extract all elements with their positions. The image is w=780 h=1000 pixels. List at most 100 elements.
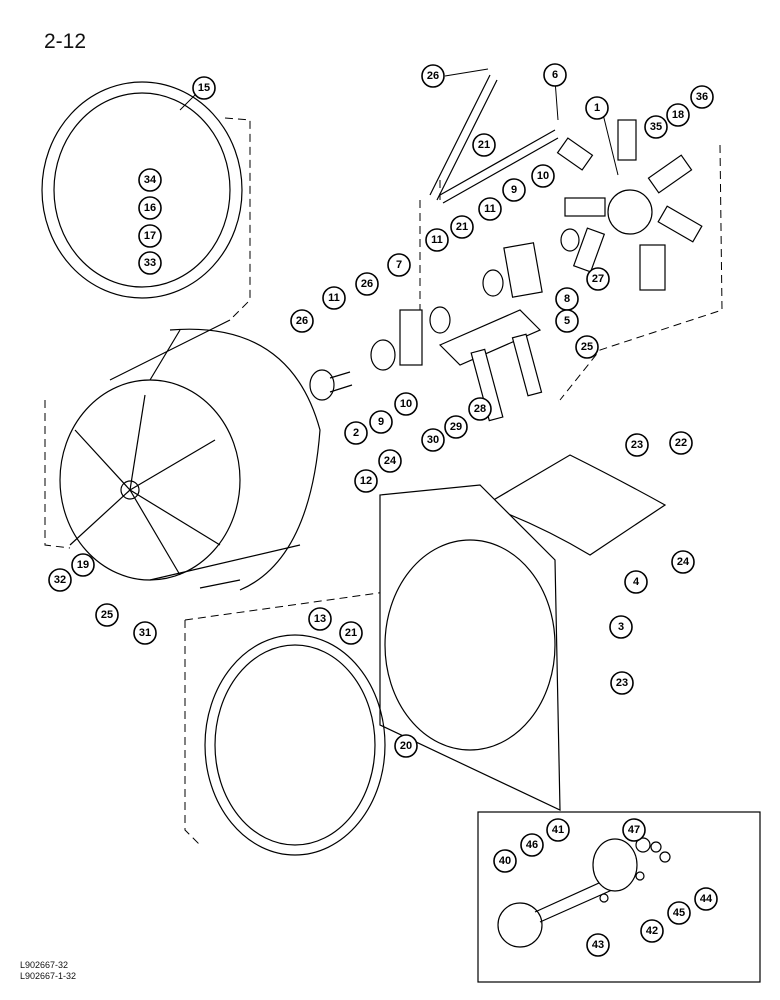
- callout-marker: 31: [133, 621, 157, 645]
- callout-marker: 34: [138, 168, 162, 192]
- callout-marker: 10: [531, 164, 555, 188]
- callout-marker: 2: [344, 421, 368, 445]
- callout-label: 27: [592, 273, 604, 285]
- callout-label: 40: [499, 855, 511, 867]
- callout-marker: 6: [543, 63, 567, 87]
- callout-label: 11: [484, 203, 496, 215]
- callout-label: 11: [431, 234, 443, 246]
- bottom-ring-part: [204, 634, 386, 856]
- callout-label: 13: [314, 613, 326, 625]
- callout-marker: 26: [421, 64, 445, 88]
- callout-marker: 25: [95, 603, 119, 627]
- callout-marker: 7: [387, 253, 411, 277]
- callout-label: 9: [511, 184, 517, 196]
- callout-label: 21: [345, 627, 357, 639]
- callout-marker: 24: [671, 550, 695, 574]
- callout-label: 43: [592, 939, 604, 951]
- callout-label: 10: [400, 398, 412, 410]
- callout-label: 1: [594, 102, 600, 114]
- drawing-ref-line: L902667-32: [20, 960, 69, 970]
- callout-marker: 32: [48, 568, 72, 592]
- callout-label: 3: [618, 621, 624, 633]
- callout-label: 2: [353, 427, 359, 439]
- callout-label: 33: [144, 257, 156, 269]
- page-number: 2-12: [44, 30, 87, 53]
- callout-marker: 44: [694, 887, 718, 911]
- callout-marker: 23: [625, 433, 649, 457]
- callout-label: 46: [526, 839, 538, 851]
- bracket-part: [438, 309, 543, 422]
- callout-marker: 21: [472, 133, 496, 157]
- callout-label: 22: [675, 437, 687, 449]
- callout-balloons: 15 26 6 21 1 35 18 36 34 16 17 33 9 10 1…: [48, 63, 718, 957]
- callout-label: 26: [361, 278, 373, 290]
- mounting-plate-8: [503, 242, 543, 298]
- bearing-part: [560, 228, 580, 252]
- bearing-part: [429, 306, 451, 334]
- callout-marker: 24: [378, 449, 402, 473]
- callout-label: 36: [696, 91, 708, 103]
- callout-marker: 11: [322, 286, 346, 310]
- callout-label: 31: [139, 627, 151, 639]
- callout-label: 47: [628, 824, 640, 836]
- callout-label: 21: [456, 221, 468, 233]
- callout-label: 5: [564, 315, 570, 327]
- callout-leaders: [179, 68, 619, 176]
- callout-marker: 19: [71, 553, 95, 577]
- callout-marker: 22: [669, 431, 693, 455]
- callout-marker: 27: [586, 267, 610, 291]
- fan-blade-part: [556, 119, 703, 291]
- curved-panel-part: [483, 454, 667, 556]
- callout-label: 7: [396, 259, 402, 271]
- callout-marker: 41: [546, 818, 570, 842]
- top-ring-part: [41, 81, 243, 299]
- callout-label: 20: [400, 740, 412, 752]
- callout-label: 12: [360, 475, 372, 487]
- callout-marker: 5: [555, 309, 579, 333]
- callout-marker: 46: [520, 833, 544, 857]
- callout-label: 17: [144, 230, 156, 242]
- callout-marker: 17: [138, 224, 162, 248]
- callout-marker: 20: [394, 734, 418, 758]
- callout-label: 28: [474, 403, 486, 415]
- callout-marker: 3: [609, 615, 633, 639]
- bearing-part: [370, 339, 396, 371]
- callout-label: 24: [677, 556, 690, 568]
- callout-marker: 11: [425, 228, 449, 252]
- callout-marker: 42: [640, 919, 664, 943]
- callout-label: 18: [672, 109, 684, 121]
- hub-shaft-part: [309, 369, 353, 401]
- assembly-outline-bottom: [184, 589, 401, 846]
- callout-label: 35: [650, 121, 662, 133]
- callout-label: 29: [450, 421, 462, 433]
- callout-marker: 9: [502, 178, 526, 202]
- drawing-ref-line: L902667-1-32: [20, 971, 77, 981]
- callout-label: 34: [144, 174, 157, 186]
- callout-label: 8: [564, 293, 570, 305]
- callout-label: 41: [552, 824, 564, 836]
- brace-part: [429, 74, 559, 204]
- callout-label: 45: [673, 907, 685, 919]
- callout-label: 4: [633, 576, 640, 588]
- inset-detail: [477, 811, 761, 983]
- callout-marker: 25: [575, 335, 599, 359]
- assembly-outline-right: [559, 144, 723, 401]
- callout-label: 44: [700, 893, 713, 905]
- callout-label: 32: [54, 574, 66, 586]
- callout-marker: 36: [690, 85, 714, 109]
- callout-marker: 26: [355, 272, 379, 296]
- bearing-part: [482, 269, 504, 297]
- shroud-panel-part: [379, 484, 561, 811]
- callout-marker: 4: [624, 570, 648, 594]
- callout-label: 25: [581, 341, 593, 353]
- callout-marker: 13: [308, 607, 332, 631]
- callout-label: 24: [384, 455, 397, 467]
- callout-label: 23: [616, 677, 628, 689]
- callout-marker: 43: [586, 933, 610, 957]
- callout-marker: 29: [444, 415, 468, 439]
- callout-label: 23: [631, 439, 643, 451]
- callout-label: 16: [144, 202, 156, 214]
- callout-marker: 11: [478, 197, 502, 221]
- callout-marker: 12: [354, 469, 378, 493]
